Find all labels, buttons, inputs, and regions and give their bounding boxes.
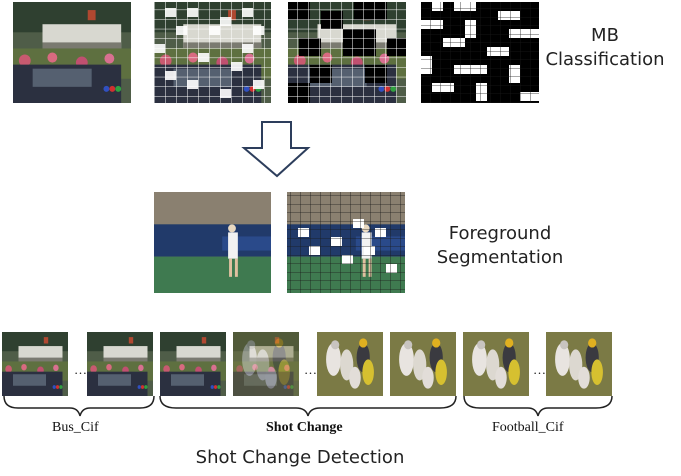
- foreground-segmentation-line1: Foreground: [448, 223, 552, 244]
- football-frame-1: [463, 332, 529, 396]
- shot-frame-3: [317, 332, 383, 396]
- bus-original-image: [13, 2, 131, 103]
- shot-change-detection-title: Shot Change Detection: [195, 447, 405, 468]
- ellipsis-bus: …: [74, 362, 87, 377]
- shot-frame-1: [160, 332, 226, 396]
- tennis-original-image: [154, 192, 271, 293]
- shot-frame-4: [390, 332, 456, 396]
- ellipsis-football: …: [533, 362, 546, 377]
- bus-cif-label: Bus_Cif: [52, 420, 99, 435]
- bus-black-mask-image: [288, 2, 406, 103]
- mb-classification-line2: Classification: [545, 49, 665, 70]
- mb-classification-label: MB Classification: [540, 24, 670, 72]
- shot-change-label: Shot Change: [266, 420, 343, 435]
- foreground-segmentation-label: Foreground Segmentation: [432, 222, 568, 270]
- ellipsis-shot: …: [304, 362, 317, 377]
- shot-frame-2: [233, 332, 299, 396]
- bus-cif-brace: [3, 395, 155, 417]
- bus-grid-image: [154, 2, 271, 103]
- bus-bw-classification-image: [421, 2, 539, 103]
- foreground-segmentation-line2: Segmentation: [436, 247, 564, 268]
- tennis-segmentation-image: [287, 192, 405, 293]
- football-frame-2: [546, 332, 612, 396]
- football-cif-brace: [463, 395, 613, 417]
- bus-frame-2: [87, 332, 153, 396]
- bus-frame-1: [2, 332, 68, 396]
- football-cif-label: Football_Cif: [492, 420, 564, 435]
- shot-change-brace: [159, 395, 457, 417]
- down-arrow-icon: [241, 121, 311, 178]
- mb-classification-line1: MB: [591, 25, 619, 46]
